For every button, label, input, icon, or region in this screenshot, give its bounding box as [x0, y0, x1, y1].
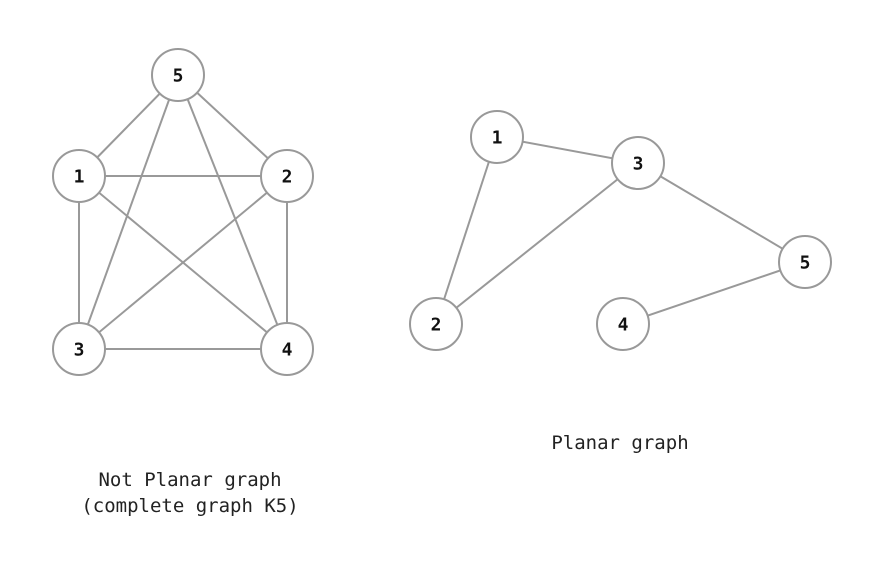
node-label: 3	[633, 154, 644, 175]
node-circle	[260, 149, 314, 203]
node-label: 4	[618, 315, 629, 336]
caption-not-planar-line2: (complete graph K5)	[81, 495, 299, 517]
edge-k5-5-3	[78, 74, 179, 350]
node-planar-5: 5	[778, 235, 832, 289]
complete-graph-k5: 1 2 3 4 5	[52, 48, 314, 376]
node-label: 5	[173, 66, 184, 87]
node-planar-3: 3	[611, 136, 665, 190]
edge-planar-5-4	[622, 261, 806, 325]
node-k5-5: 5	[151, 48, 205, 102]
node-k5-2: 2	[260, 149, 314, 203]
node-k5-1: 1	[52, 149, 106, 203]
node-label: 2	[282, 167, 293, 188]
caption-not-planar-line1: Not Planar graph	[98, 469, 282, 491]
node-label: 1	[492, 128, 503, 149]
edge-planar-3-2	[435, 162, 639, 325]
node-circle	[611, 136, 665, 190]
node-circle	[409, 297, 463, 351]
node-k5-4: 4	[260, 322, 314, 376]
node-k5-3: 3	[52, 322, 106, 376]
edge-planar-1-2	[435, 136, 498, 325]
node-circle	[596, 297, 650, 351]
caption-not-planar: Not Planar graph (complete graph K5)	[40, 467, 340, 519]
node-circle	[52, 149, 106, 203]
node-label: 2	[431, 315, 442, 336]
node-label: 3	[74, 340, 85, 361]
node-label: 5	[800, 253, 811, 274]
caption-planar: Planar graph	[470, 430, 770, 456]
planar-graph: 1 2 3 4 5	[409, 110, 832, 351]
edge-k5-2-3	[78, 175, 288, 350]
node-circle	[52, 322, 106, 376]
node-circle	[151, 48, 205, 102]
edge-planar-3-5	[637, 162, 806, 263]
node-circle	[260, 322, 314, 376]
node-label: 1	[74, 167, 85, 188]
edge-k5-5-4	[177, 74, 288, 350]
node-planar-2: 2	[409, 297, 463, 351]
caption-planar-line1: Planar graph	[551, 432, 689, 454]
node-circle	[470, 110, 524, 164]
node-planar-1: 1	[470, 110, 524, 164]
node-planar-4: 4	[596, 297, 650, 351]
node-circle	[778, 235, 832, 289]
node-label: 4	[282, 340, 293, 361]
